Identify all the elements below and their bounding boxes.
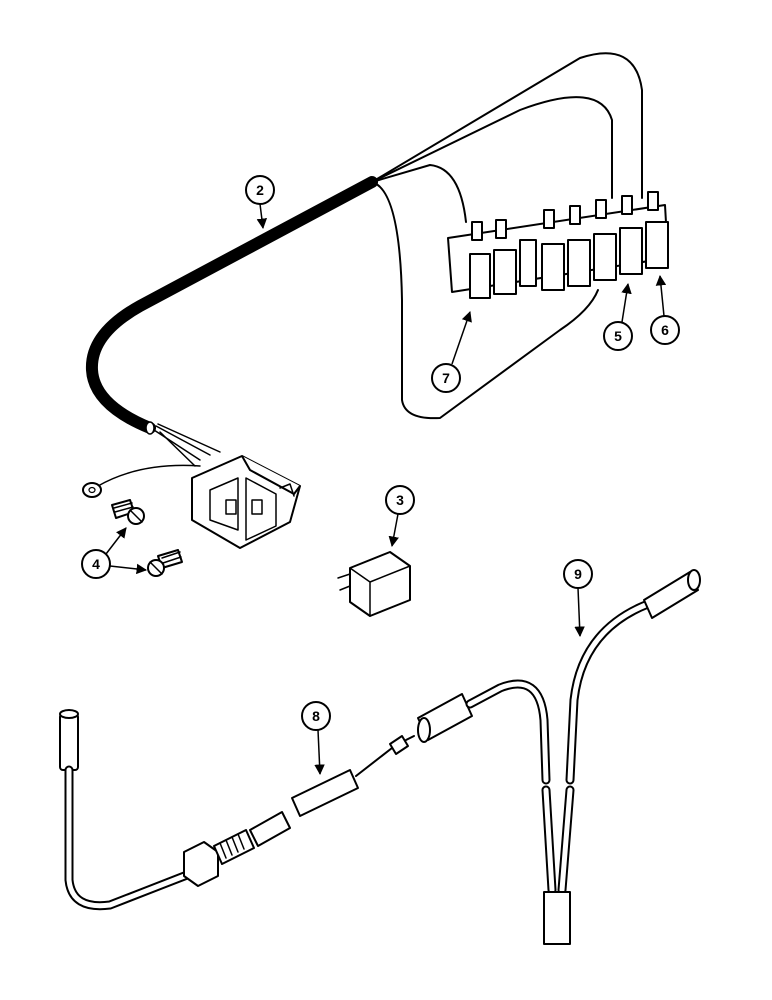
screw-lower xyxy=(147,549,183,577)
relay-socket xyxy=(191,455,301,549)
callout-9-label: 9 xyxy=(574,566,582,582)
callout-7-label: 7 xyxy=(442,370,450,386)
callout-5: 5 xyxy=(603,282,633,351)
terminal-module xyxy=(645,191,669,269)
callout-4-label: 4 xyxy=(92,556,100,572)
terminal-module xyxy=(493,219,517,295)
callout-5-label: 5 xyxy=(614,328,622,344)
screw-upper xyxy=(111,499,145,525)
callout-8: 8 xyxy=(301,701,331,776)
callout-2-label: 2 xyxy=(256,182,264,198)
terminal-module xyxy=(469,221,491,299)
callout-6: 6 xyxy=(650,274,680,345)
wiring-harness xyxy=(85,52,643,467)
terminal-module xyxy=(567,205,591,287)
terminal-module xyxy=(619,195,643,275)
y-harness xyxy=(417,569,701,945)
callout-7: 7 xyxy=(431,311,472,393)
relay xyxy=(337,551,411,617)
callout-3: 3 xyxy=(385,485,415,548)
callout-3-label: 3 xyxy=(396,492,404,508)
terminal-module xyxy=(519,239,537,287)
callout-2: 2 xyxy=(245,175,275,230)
sender-cable xyxy=(59,709,415,911)
callout-4: 4 xyxy=(81,527,148,579)
callout-9: 9 xyxy=(563,559,593,638)
callout-8-label: 8 xyxy=(312,708,320,724)
terminal-module xyxy=(541,209,565,291)
ring-terminal xyxy=(82,464,201,498)
terminal-block xyxy=(447,191,669,299)
callout-6-label: 6 xyxy=(661,322,669,338)
terminal-module xyxy=(593,199,617,281)
